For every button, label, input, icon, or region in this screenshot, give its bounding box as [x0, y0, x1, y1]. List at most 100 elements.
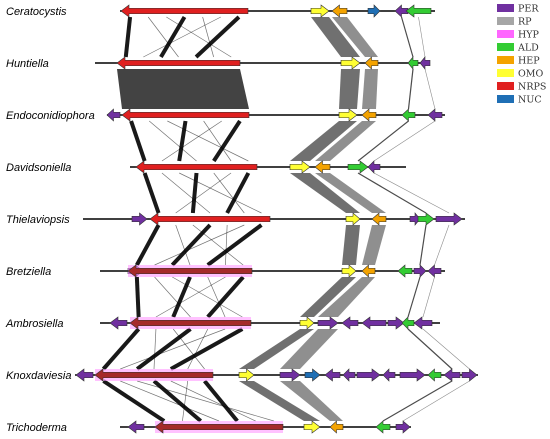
gene-arrow-per — [356, 368, 381, 382]
cluster-track-thielaviopsis: Thielaviopsis — [6, 212, 465, 226]
homology-link-line — [123, 16, 133, 58]
gene-arrow-ald — [401, 108, 416, 122]
genus-label: Ceratocystis — [6, 6, 67, 18]
gene-arrow-per — [109, 316, 128, 330]
homology-link-line — [213, 172, 245, 214]
homology-link-line — [143, 16, 221, 58]
gene-arrow-per — [419, 56, 431, 70]
homology-link-band — [342, 225, 360, 265]
gene-arrow-omo — [345, 212, 361, 226]
gene-arrow-per — [131, 212, 148, 226]
homology-link-line — [187, 328, 209, 370]
homology-link-band — [332, 17, 378, 57]
homology-link-line — [120, 380, 220, 422]
homology-link-band — [339, 69, 360, 109]
gene-arrow-per — [382, 368, 396, 382]
gene-arrow-per — [427, 108, 443, 122]
homology-link-line — [135, 224, 161, 266]
homology-link-line — [206, 223, 263, 267]
homology-link-line — [206, 275, 245, 319]
homology-link-line — [167, 120, 249, 162]
legend-label: OMO — [518, 69, 544, 80]
gene-arrow-omo — [238, 368, 255, 382]
gene-arrow-nrps — [154, 420, 284, 434]
legend-label: RP — [518, 17, 532, 28]
gene-arrow-nrps — [116, 56, 241, 70]
gene-arrow-nuc — [304, 368, 321, 382]
homology-link-line — [407, 68, 414, 110]
homology-link-band — [239, 381, 320, 421]
homology-link-line — [171, 276, 192, 318]
gene-arrow-per — [361, 316, 387, 330]
homology-link-line — [170, 380, 256, 422]
homology-link-line — [357, 120, 409, 162]
homology-link-line — [418, 16, 426, 58]
gene-arrow-per — [127, 420, 145, 434]
gene-arrow-per — [413, 316, 433, 330]
homology-link-line — [154, 276, 191, 318]
homology-link-line — [142, 172, 161, 214]
legend-label: ALD — [517, 43, 539, 54]
homology-link-line — [172, 276, 243, 318]
gene-arrow-nrps — [129, 316, 252, 330]
homology-link-line — [212, 119, 242, 163]
gene-arrow-per — [399, 368, 426, 382]
gene-arrow-ald — [347, 160, 369, 174]
genus-label: Trichoderma — [6, 422, 67, 434]
gene-arrow-nrps — [135, 160, 258, 174]
homology-link-line — [407, 328, 453, 370]
legend-swatch — [497, 30, 514, 38]
gene-arrow-hep — [361, 108, 377, 122]
gene-arrow-per — [279, 368, 301, 382]
homology-link-line — [382, 380, 453, 422]
homology-link-line — [148, 120, 197, 162]
homology-link-line — [153, 328, 157, 370]
gene-arrow-hep — [361, 264, 376, 278]
legend-swatch — [497, 95, 514, 103]
gene-arrow-hep — [314, 160, 331, 174]
legend-swatch — [497, 82, 514, 90]
homology-link-line — [422, 328, 470, 370]
gene-arrow-ald — [417, 212, 435, 226]
legend-label: HYP — [518, 30, 540, 41]
homology-link-line — [422, 276, 435, 318]
gene-arrow-nrps — [120, 4, 249, 18]
cluster-track-bretziella: Bretziella — [6, 264, 445, 278]
homology-link-band — [311, 17, 360, 57]
homology-link-line — [179, 172, 262, 214]
legend-swatch — [497, 69, 514, 77]
homology-link-line — [169, 327, 244, 371]
genus-label: Ambrosiella — [5, 318, 63, 330]
homology-link-band — [280, 329, 338, 369]
gene-arrow-per — [394, 4, 409, 18]
gene-arrow-per — [409, 212, 421, 226]
gene-arrow-ald — [375, 420, 391, 434]
homology-link-line — [373, 120, 436, 162]
cluster-track-ceratocystis: Ceratocystis — [6, 4, 435, 18]
homology-link-line — [182, 380, 189, 422]
gene-arrow-per — [324, 368, 341, 382]
gene-arrow-per — [342, 368, 356, 382]
homology-link-band — [315, 173, 386, 213]
gene-arrow-per — [461, 368, 478, 382]
homology-link-line — [194, 15, 241, 59]
homology-link-line — [203, 120, 232, 162]
gene-arrow-per — [395, 420, 411, 434]
gene-arrow-ald — [427, 368, 442, 382]
gene-arrow-ald — [397, 264, 413, 278]
homology-link-band — [318, 277, 375, 317]
homology-link-line — [400, 16, 414, 58]
gene-arrow-omo — [303, 420, 321, 434]
gene-arrow-hep — [331, 4, 348, 18]
gene-arrow-per — [367, 160, 381, 174]
gene-arrow-ald — [405, 4, 432, 18]
gene-arrow-nrps — [127, 264, 253, 278]
homology-link-line — [155, 276, 226, 318]
homology-link-line — [407, 276, 421, 318]
homology-link-band — [290, 173, 360, 213]
homology-links — [101, 15, 470, 423]
homology-link-line — [203, 379, 239, 423]
genus-label: Bretziella — [6, 266, 51, 278]
homology-link-band — [315, 121, 376, 161]
